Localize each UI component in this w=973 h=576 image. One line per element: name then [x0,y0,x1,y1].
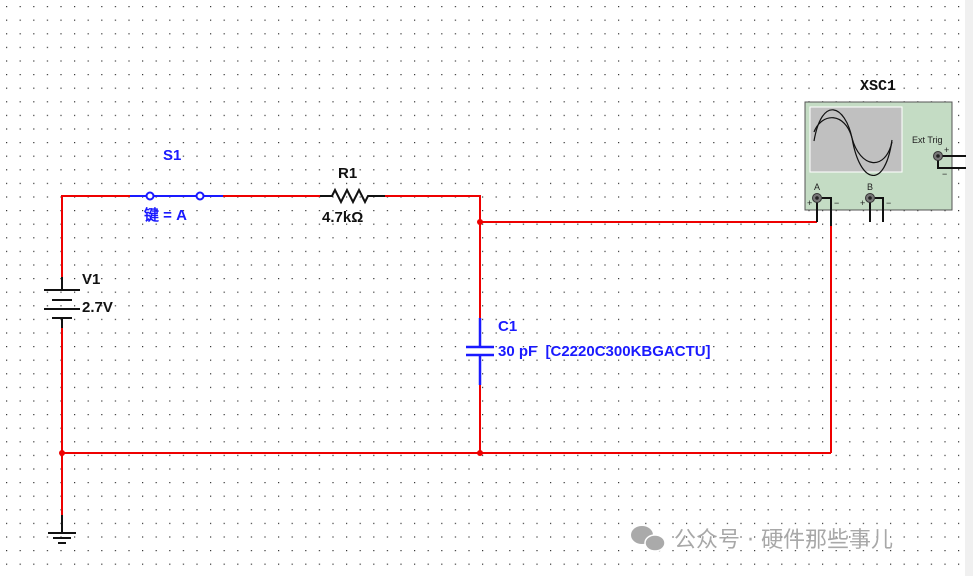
ext-trig-plus: + [944,145,949,155]
capacitor-c1[interactable] [466,318,494,385]
ext-trig-label: Ext Trig [912,135,943,145]
capacitor-ref: C1 [498,318,517,335]
junction [477,450,483,456]
junction [477,219,483,225]
channel-a-minus: − [834,198,839,208]
oscilloscope-ref: XSC1 [860,78,896,95]
scrollbar-edge[interactable] [965,0,973,576]
ext-trig-terminal[interactable] [933,151,943,161]
oscilloscope-xsc1[interactable] [804,101,966,226]
resistor-r1[interactable] [320,187,385,205]
wechat-icon [631,526,666,552]
resistor-ref: R1 [338,165,357,182]
scope-screen [809,106,903,173]
resistor-value: 4.7kΩ [322,209,363,226]
wires[interactable] [61,195,832,515]
battery-v1[interactable] [44,277,80,328]
channel-b-label: B [867,182,873,192]
ground-symbol[interactable] [48,515,76,544]
channel-a-plus: + [807,198,812,208]
switch-ref: S1 [163,147,181,164]
battery-value: 2.7V [82,299,113,316]
watermark-text: 公众号 · 硬件那些事儿 [674,528,893,553]
channel-b-terminal[interactable] [865,193,875,203]
switch-key: 键 = A [143,206,187,224]
channel-a-label: A [814,182,820,192]
ext-trig-minus: − [942,169,947,179]
channel-b-plus: + [860,198,865,208]
channel-b-minus: − [886,198,891,208]
waveform-small [813,117,893,164]
channel-a-terminal[interactable] [812,193,822,203]
battery-ref: V1 [82,271,100,288]
switch-s1[interactable] [130,191,223,201]
junction [59,450,65,456]
capacitor-value: 30 pF [C2220C300KBGACTU] [498,343,711,360]
